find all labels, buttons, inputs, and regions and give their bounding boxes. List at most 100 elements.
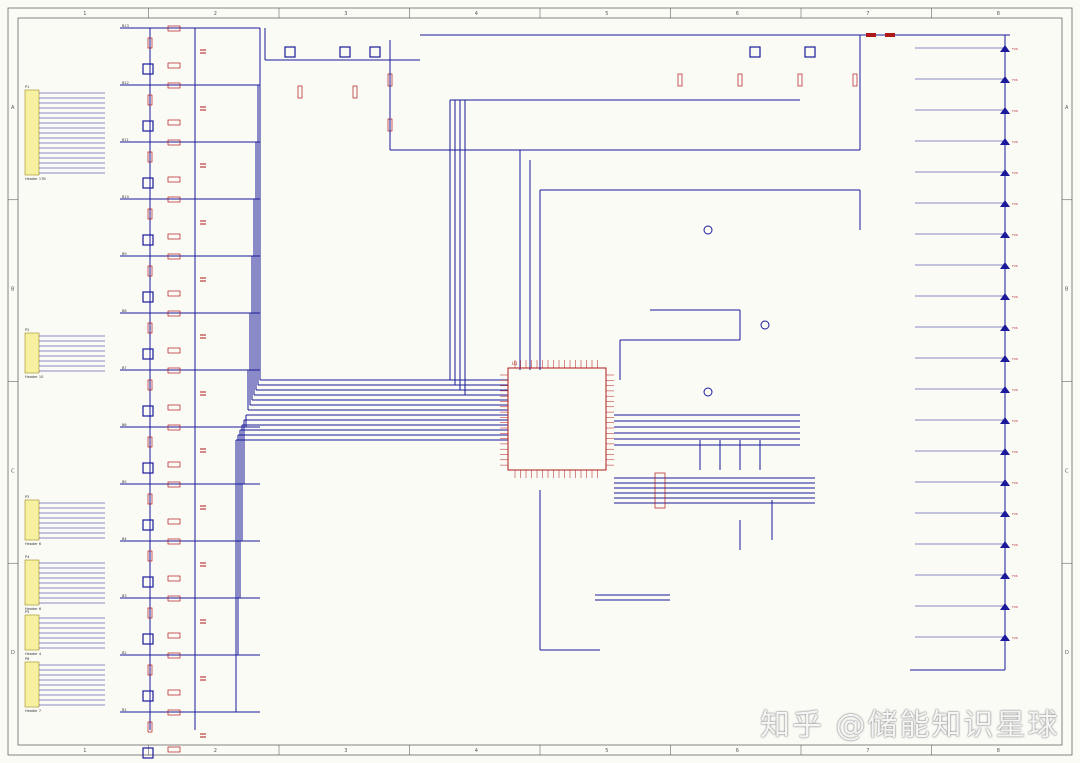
mosfet-icon: [142, 234, 154, 246]
net-label: B1: [122, 708, 127, 712]
mosfet-icon: [142, 348, 154, 360]
connector-label: Header 17B: [25, 177, 46, 181]
tvs-diode-icon: [1000, 262, 1010, 269]
resistor: [167, 595, 181, 602]
frame-column-label: 6: [736, 748, 739, 754]
component-label: TVS: [1011, 47, 1018, 51]
connector: [24, 499, 40, 541]
connector-ref: P6: [25, 657, 29, 661]
frame-column-label: 8: [997, 748, 1000, 754]
resistor: [167, 196, 181, 203]
resistor: [167, 424, 181, 431]
resistor: [167, 461, 181, 468]
net-label: B13: [122, 24, 129, 28]
connector-label: Header 7: [25, 709, 41, 713]
component-label: TVS: [1011, 264, 1018, 268]
resistor: [147, 550, 153, 562]
frame-column-label: 7: [866, 11, 869, 17]
watermark: 知乎 @储能知识星球: [760, 708, 1060, 743]
resistor: [147, 721, 153, 733]
test-point-icon: [760, 320, 770, 330]
resistor: [167, 538, 181, 545]
resistor: [147, 265, 153, 277]
test-point-icon: [703, 387, 713, 397]
component-label: TVS: [1011, 202, 1018, 206]
component-label: TVS: [1011, 605, 1018, 609]
resistor: [147, 493, 153, 505]
frame-column-label: 2: [214, 11, 217, 17]
mosfet-icon: [142, 462, 154, 474]
connector-label: Header 10: [25, 375, 43, 379]
component-label: TVS: [1011, 543, 1018, 547]
net-label: B2: [122, 651, 127, 655]
resistor: [167, 709, 181, 716]
connector-label: Header 6: [25, 607, 41, 611]
component-label: TVS: [1011, 357, 1018, 361]
tvs-diode-icon: [1000, 45, 1010, 52]
test-point-icon: [703, 225, 713, 235]
connector-ref: P5: [25, 610, 29, 614]
mosfet-icon: [142, 576, 154, 588]
resistor-network: [654, 472, 666, 509]
connector: [24, 614, 40, 651]
net-label: B4: [122, 537, 127, 541]
mosfet-icon: [142, 63, 154, 75]
net-label: B8: [122, 309, 127, 313]
tvs-diode-icon: [1000, 293, 1010, 300]
mosfet-icon: [142, 291, 154, 303]
tvs-diode-icon: [1000, 417, 1010, 424]
resistor: [147, 208, 153, 220]
tvs-diode-icon: [1000, 200, 1010, 207]
fuse: [885, 33, 895, 37]
tvs-diode-icon: [1000, 479, 1010, 486]
frame-column-label: 7: [866, 748, 869, 754]
frame-column-label: 3: [344, 748, 347, 754]
resistor: [147, 94, 153, 106]
net-label: B10: [122, 195, 129, 199]
mosfet-icon: [142, 177, 154, 189]
component-label: TVS: [1011, 78, 1018, 82]
frame-column-label: 2: [214, 748, 217, 754]
frame-column-label: 3: [344, 11, 347, 17]
resistor: [147, 37, 153, 49]
tvs-diode-icon: [1000, 169, 1010, 176]
resistor: [167, 652, 181, 659]
resistor: [167, 82, 181, 89]
component-label: TVS: [1011, 574, 1018, 578]
resistor: [167, 746, 181, 753]
mosfet-icon: [369, 46, 381, 58]
frame-column-label: 1: [83, 11, 86, 17]
resistor: [167, 25, 181, 32]
resistor: [797, 73, 803, 87]
net-label: B7: [122, 366, 127, 370]
frame-column-label: 4: [475, 11, 478, 17]
component-label: TVS: [1011, 512, 1018, 516]
resistor: [167, 119, 181, 126]
mosfet-icon: [142, 120, 154, 132]
component-label: TVS: [1011, 481, 1018, 485]
connector: [24, 661, 40, 708]
connector-ref: P3: [25, 495, 29, 499]
resistor: [167, 233, 181, 240]
connector-ref: P2: [25, 328, 29, 332]
resistor: [167, 176, 181, 183]
resistor: [167, 404, 181, 411]
resistor: [352, 85, 358, 99]
resistor: [677, 73, 683, 87]
resistor: [147, 322, 153, 334]
frame-row-label: C: [11, 468, 15, 474]
frame-column-label: 4: [475, 748, 478, 754]
resistor: [167, 518, 181, 525]
mosfet-icon: [749, 46, 761, 58]
net-label: B3: [122, 594, 127, 598]
component-label: TVS: [1011, 636, 1018, 640]
tvs-diode-icon: [1000, 107, 1010, 114]
net-label: B5: [122, 480, 127, 484]
frame-row-label: D: [11, 650, 15, 656]
tvs-diode-icon: [1000, 355, 1010, 362]
component-label: TVS: [1011, 450, 1018, 454]
resistor: [147, 379, 153, 391]
net-label: B6: [122, 423, 127, 427]
connector-ref: P4: [25, 555, 30, 559]
mosfet-icon: [339, 46, 351, 58]
